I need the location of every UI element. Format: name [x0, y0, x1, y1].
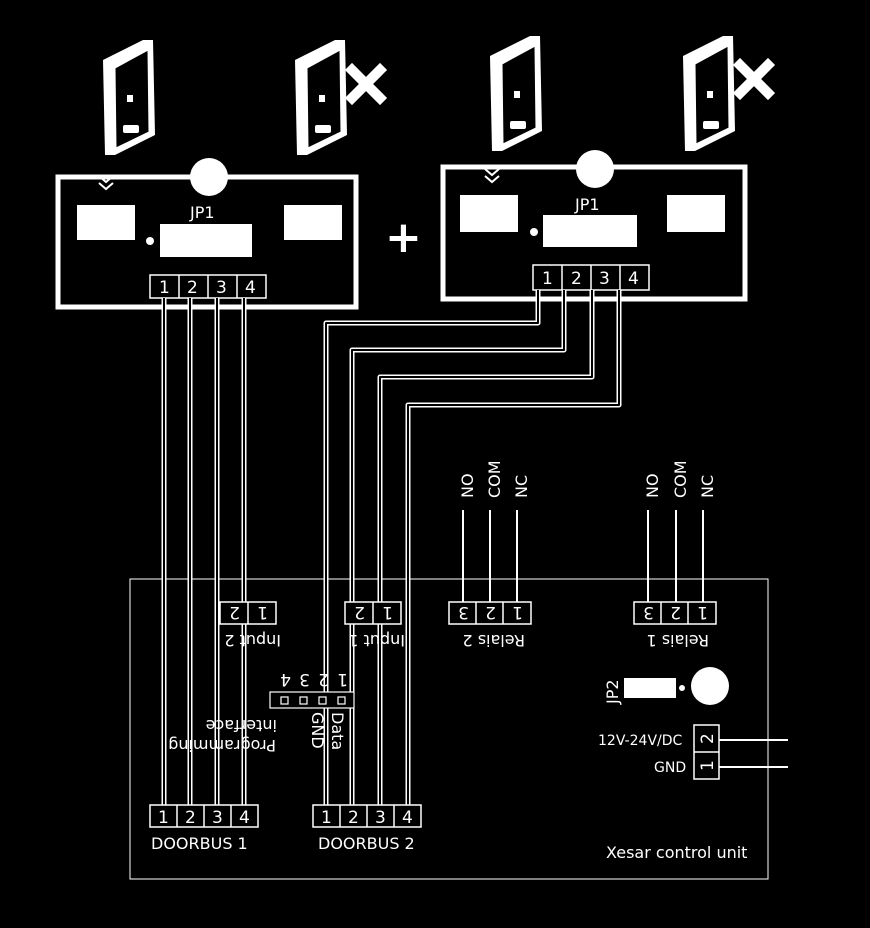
- doorbus-1-label: DOORBUS 1: [151, 834, 248, 853]
- relais-1-no-label: NO: [643, 473, 662, 498]
- svg-text:3: 3: [299, 669, 310, 689]
- cross-icon: [344, 62, 388, 106]
- svg-text:3: 3: [643, 602, 654, 622]
- power-gnd-label: GND: [654, 760, 686, 776]
- jp2-label: JP2: [603, 679, 622, 705]
- doorbus-1-terminal: 1 2 3 4: [149, 804, 259, 828]
- relais-2-com-label: COM: [485, 460, 504, 498]
- relais-1-terminal: 3 2 1 Relais 1: [633, 601, 717, 650]
- cross-icon: [732, 57, 776, 101]
- svg-text:2: 2: [229, 602, 240, 622]
- terminal-label: 1: [542, 269, 553, 289]
- reader-device-1: [102, 39, 156, 156]
- power-voltage-label: 12V-24V/DC: [598, 733, 683, 749]
- input-2-terminal: 2 1 Input 2: [219, 601, 281, 650]
- input-1-label: Input 1: [348, 631, 405, 650]
- input-2-label: Input 2: [224, 631, 281, 650]
- svg-text:2: 2: [185, 808, 196, 828]
- wires-doorbus-2: [323, 290, 622, 808]
- terminal-label: 3: [216, 278, 227, 298]
- terminal-label: 2: [187, 278, 198, 298]
- terminal-label: 1: [159, 278, 170, 298]
- terminal-label: 4: [628, 269, 639, 289]
- jp1-label: JP1: [189, 203, 215, 222]
- svg-text:4: 4: [280, 669, 291, 689]
- svg-text:1: 1: [382, 602, 393, 622]
- svg-text:1: 1: [698, 760, 718, 771]
- data-label: Data: [328, 712, 347, 750]
- relais-2-terminal: 3 2 1 Relais 2: [448, 601, 532, 650]
- svg-text:1: 1: [337, 669, 348, 689]
- control-unit-box: [129, 578, 769, 880]
- svg-text:3: 3: [212, 808, 223, 828]
- control-unit-label: Xesar control unit: [606, 843, 747, 862]
- relais-2-label: Relais 2: [462, 631, 525, 650]
- svg-text:3: 3: [375, 808, 386, 828]
- programming-line-2: interface: [206, 716, 277, 735]
- reader-device-3: [489, 35, 543, 152]
- relais-1-nc-label: NC: [698, 475, 717, 498]
- relais-2-nc-label: NC: [512, 475, 531, 498]
- plus-sign: +: [385, 212, 422, 263]
- reader-board-right: JP1 1 2 3 4: [440, 150, 748, 302]
- svg-text:2: 2: [348, 808, 359, 828]
- input-1-terminal: 2 1 Input 1: [344, 601, 405, 650]
- relais-2-no-label: NO: [458, 473, 477, 498]
- jp2-jumper: JP2: [603, 667, 729, 705]
- doorbus-2-label: DOORBUS 2: [318, 834, 415, 853]
- svg-text:4: 4: [402, 808, 413, 828]
- chevron-down-icon: [484, 168, 500, 184]
- svg-text:2: 2: [698, 733, 718, 744]
- svg-text:2: 2: [670, 602, 681, 622]
- svg-text:3: 3: [458, 602, 469, 622]
- programming-line-1: Programming: [168, 736, 276, 755]
- terminal-label: 4: [245, 278, 256, 298]
- doorbus-2-terminal: 1 2 3 4: [312, 804, 422, 828]
- reader-device-2: [294, 39, 348, 156]
- programming-interface: 4 3 2 1 Data GND interface Programming: [168, 669, 355, 755]
- terminal-label: 2: [571, 269, 582, 289]
- svg-text:1: 1: [512, 602, 523, 622]
- svg-text:2: 2: [485, 602, 496, 622]
- relais-1-com-label: COM: [671, 460, 690, 498]
- reader-board-left: JP1 1 2 3 4: [55, 158, 359, 310]
- svg-text:1: 1: [158, 808, 169, 828]
- svg-text:2: 2: [354, 602, 365, 622]
- svg-text:1: 1: [321, 808, 332, 828]
- power-terminal: 2 1 12V-24V/DC GND: [598, 724, 788, 780]
- svg-text:1: 1: [697, 602, 708, 622]
- reader-device-4: [682, 35, 736, 152]
- gnd-label: GND: [308, 712, 327, 749]
- svg-text:2: 2: [318, 669, 329, 689]
- relais-1-label: Relais 1: [646, 631, 709, 650]
- svg-text:1: 1: [257, 602, 268, 622]
- jp1-label: JP1: [574, 195, 600, 214]
- terminal-label: 3: [599, 269, 610, 289]
- svg-text:4: 4: [239, 808, 250, 828]
